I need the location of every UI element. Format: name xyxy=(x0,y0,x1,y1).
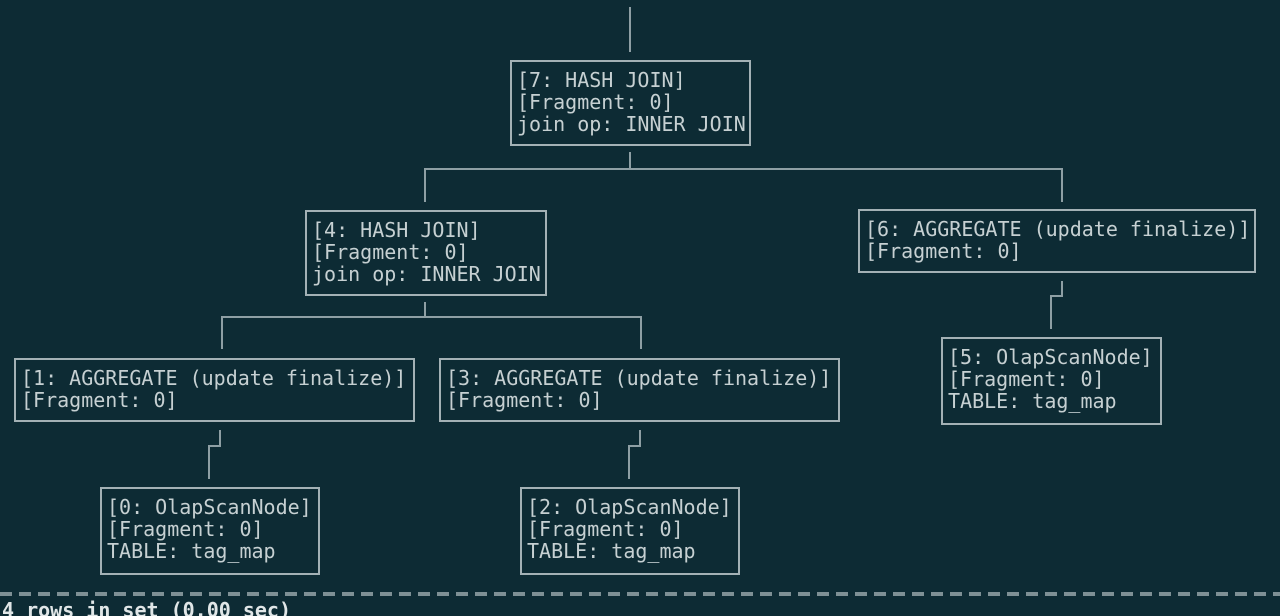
plan-node-2: [2: OlapScanNode][Fragment: 0]TABLE: tag… xyxy=(520,487,740,575)
plan-node-text: join op: INNER JOIN xyxy=(517,112,746,136)
tree-connector-segment xyxy=(628,445,641,447)
plan-node-text: [6: AGGREGATE (update finalize)] xyxy=(865,217,1251,241)
plan-node-text: [Fragment: 0] xyxy=(948,367,1105,391)
plan-node-text: [Fragment: 0] xyxy=(527,517,684,541)
plan-node-text: [0: OlapScanNode] xyxy=(107,495,312,519)
plan-node-text: [7: HASH JOIN] xyxy=(517,68,686,92)
status-line: 4 rows in set (0.00 sec) xyxy=(2,598,291,616)
plan-node-text: [Fragment: 0] xyxy=(517,90,674,114)
dashed-divider xyxy=(0,592,1280,596)
plan-node-3: [3: AGGREGATE (update finalize)][Fragmen… xyxy=(439,358,840,422)
tree-connector-segment xyxy=(1061,168,1063,202)
tree-connector-segment xyxy=(424,302,426,317)
plan-node-text: TABLE: tag_map xyxy=(107,539,276,563)
plan-node-7: [7: HASH JOIN][Fragment: 0]join op: INNE… xyxy=(510,60,751,146)
tree-connector-segment xyxy=(629,152,631,168)
plan-node-text: [Fragment: 0] xyxy=(865,239,1022,263)
plan-node-text: [Fragment: 0] xyxy=(446,388,603,412)
plan-node-text: [2: OlapScanNode] xyxy=(527,495,732,519)
plan-node-text: [Fragment: 0] xyxy=(312,240,469,264)
tree-connector-segment xyxy=(208,445,221,447)
plan-node-text: [1: AGGREGATE (update finalize)] xyxy=(21,366,407,390)
plan-node-text: TABLE: tag_map xyxy=(948,389,1117,413)
plan-node-text: [Fragment: 0] xyxy=(107,517,264,541)
tree-connector-segment xyxy=(640,316,642,349)
tree-connector-segment xyxy=(1050,295,1052,329)
plan-node-6: [6: AGGREGATE (update finalize)][Fragmen… xyxy=(858,209,1256,273)
plan-node-5: [5: OlapScanNode][Fragment: 0]TABLE: tag… xyxy=(941,337,1162,425)
tree-connector-segment xyxy=(424,168,426,202)
plan-node-0: [0: OlapScanNode][Fragment: 0]TABLE: tag… xyxy=(100,487,320,575)
plan-node-text: TABLE: tag_map xyxy=(527,539,696,563)
tree-connector-segment xyxy=(639,430,641,447)
plan-node-text: join op: INNER JOIN xyxy=(312,262,541,286)
tree-connector-segment xyxy=(208,445,210,479)
tree-connector-segment xyxy=(219,430,221,447)
tree-connector-segment xyxy=(628,445,630,479)
tree-connector-segment xyxy=(1061,281,1063,297)
tree-connector-segment xyxy=(424,168,1063,170)
tree-connector-segment xyxy=(1050,295,1063,297)
plan-node-text: [4: HASH JOIN] xyxy=(312,218,481,242)
plan-node-text: [3: AGGREGATE (update finalize)] xyxy=(446,366,832,390)
plan-node-text: [5: OlapScanNode] xyxy=(948,345,1153,369)
plan-node-1: [1: AGGREGATE (update finalize)][Fragmen… xyxy=(14,358,415,422)
tree-connector-segment xyxy=(221,316,223,349)
plan-node-text: [Fragment: 0] xyxy=(21,388,178,412)
tree-connector-segment xyxy=(221,316,642,318)
plan-node-4: [4: HASH JOIN][Fragment: 0]join op: INNE… xyxy=(305,210,547,296)
tree-connector-segment xyxy=(629,7,631,52)
